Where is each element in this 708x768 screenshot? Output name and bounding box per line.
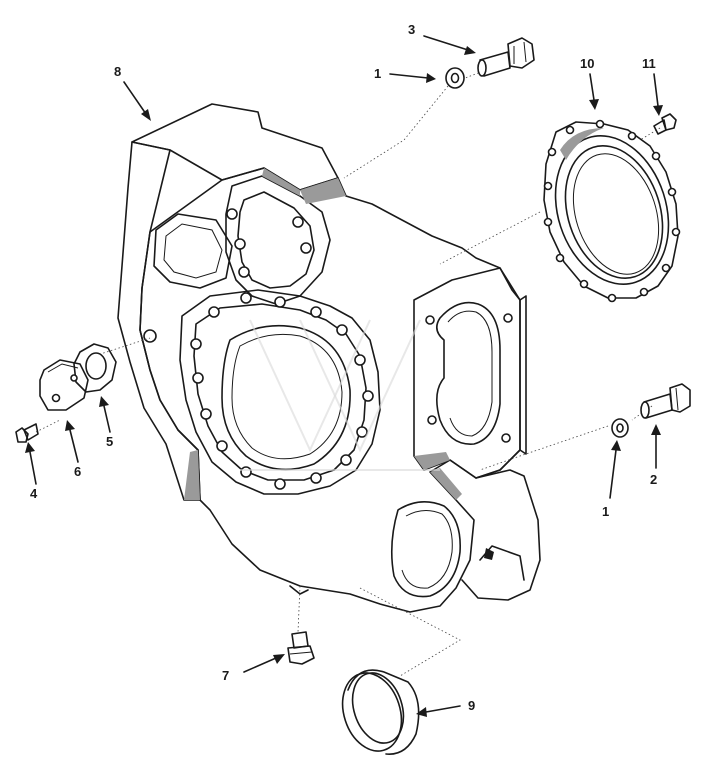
callout-2: 2 [650, 472, 657, 487]
callout-11: 11 [642, 56, 656, 71]
callout-4: 4 [30, 486, 38, 501]
callout-1-right: 1 [602, 504, 609, 519]
callout-3: 3 [408, 22, 415, 37]
washer-part-1-top [445, 67, 465, 89]
gasket-part-5 [73, 343, 117, 393]
callout-6: 6 [74, 464, 81, 479]
callout-10: 10 [580, 56, 594, 71]
cover-plate-part-6 [39, 359, 89, 411]
flywheel-housing [117, 103, 541, 613]
callout-8: 8 [114, 64, 121, 79]
watermark-logo [240, 319, 440, 471]
bolt-part-3 [477, 37, 535, 77]
seal-cover-part-10 [543, 119, 681, 303]
screw-part-4 [15, 423, 39, 443]
callout-1-top: 1 [374, 66, 381, 81]
screw-part-11 [653, 113, 677, 135]
seal-ring-part-9 [341, 669, 420, 755]
callout-7: 7 [222, 668, 229, 683]
housing-bolt-holes [143, 208, 513, 490]
callout-5: 5 [106, 434, 113, 449]
plug-part-7 [287, 631, 315, 665]
callout-9: 9 [468, 698, 475, 713]
callout-labels: 3 1 8 10 11 2 1 4 6 5 7 9 [30, 22, 657, 713]
washer-part-1-right [611, 418, 629, 438]
callout-arrows [25, 35, 663, 717]
bolt-part-2 [640, 383, 691, 419]
